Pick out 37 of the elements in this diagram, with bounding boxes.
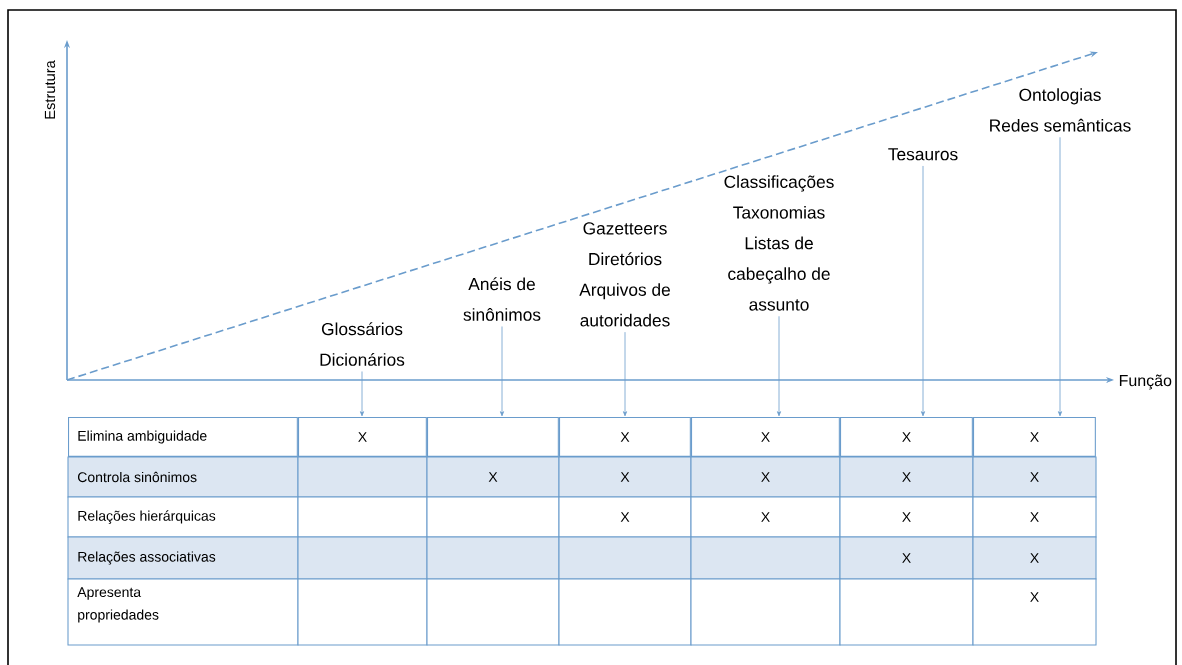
term-label: Classificações Taxonomias Listas de cabeçalho de assunto <box>724 175 834 311</box>
table-cell: X <box>690 496 841 538</box>
axis-label: Estrutura <box>44 60 56 119</box>
table-cell: X <box>691 417 840 457</box>
leader-arrow <box>360 371 364 417</box>
leader-arrow <box>623 331 627 417</box>
table-cell: Controla sinônimos <box>67 456 299 498</box>
table-cell: Apresenta propriedades <box>67 578 299 646</box>
table-cell: X <box>839 456 974 498</box>
table-cell: Relações hierárquicas <box>67 496 299 538</box>
table-cell: X <box>840 417 973 457</box>
table-cell: X <box>558 496 692 538</box>
table-cell: X <box>690 456 841 498</box>
term-label: Ontologias Redes semânticas <box>990 88 1131 132</box>
leader-arrow <box>921 165 925 417</box>
table-cell: X <box>972 536 1097 580</box>
term-label: Glossários Dicionários <box>320 322 405 366</box>
axis-label: Função <box>1119 374 1172 390</box>
table-cell: X <box>972 496 1097 538</box>
table-cell: X <box>298 417 427 457</box>
table-cell: Elimina ambiguidade <box>68 417 298 457</box>
table-cell: X <box>973 417 1096 457</box>
table-cell: X <box>972 578 1097 646</box>
table-cell <box>427 417 559 457</box>
table-cell: X <box>558 456 692 498</box>
term-label: Gazetteers Diretórios Arquivos de autoridades <box>579 222 670 327</box>
table-cell: X <box>559 417 691 457</box>
leader-arrow <box>1058 136 1062 417</box>
table-cell: X <box>426 456 560 498</box>
table-cell: X <box>972 456 1097 498</box>
term-label: Anéis de sinônimos <box>463 277 541 321</box>
table-cell: X <box>839 496 974 538</box>
leader-arrow <box>500 326 504 417</box>
table-cell: X <box>839 536 974 580</box>
table-cell: Relações associativas <box>67 536 299 580</box>
leader-arrow <box>777 315 781 417</box>
term-label: Tesauros <box>888 148 958 161</box>
